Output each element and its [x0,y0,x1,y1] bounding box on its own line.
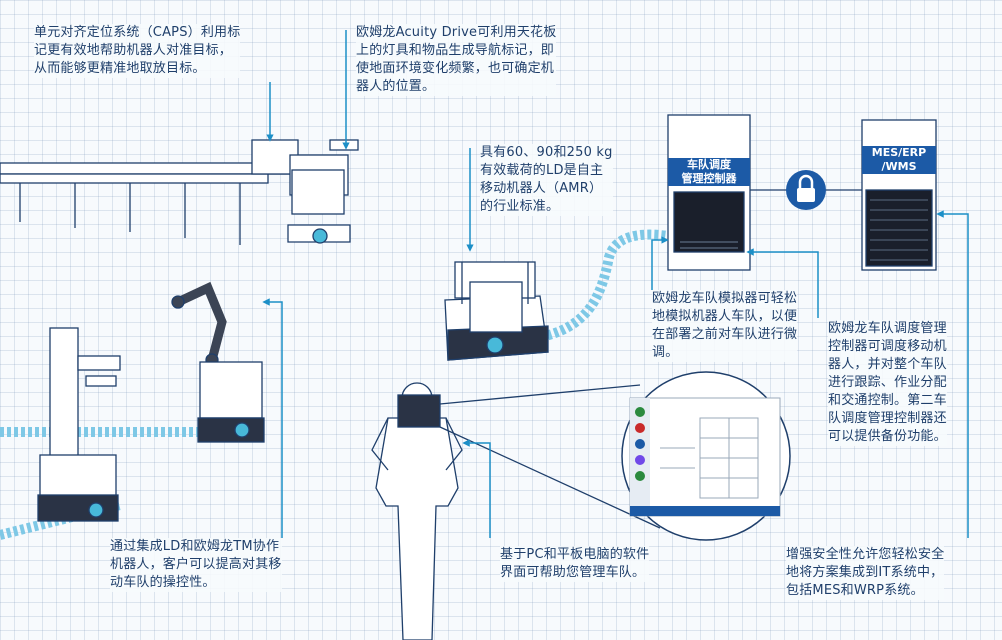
ld-robot-cart [444,261,549,361]
callout-acuity-line-3: 使地面环境变化频繁，也可确定机 [356,61,555,76]
callout-security-line-1: 增强安全性允许您轻松安全 [786,547,945,562]
callout-caps: 单元对齐定位系统（CAPS）利用标 记更有效地帮助机器人对准目标， 从而能够更精… [34,24,241,78]
callout-simulator-line-3: 在部署之前对车队进行微 [652,327,798,342]
fleet-controller-label: 车队调度 管理控制器 [668,158,750,186]
callout-cobot-line-3: 动车队的操控性。 [110,575,216,590]
lift-robot [37,327,121,522]
callout-fleet-line-1: 欧姆龙车队调度管理 [828,321,947,336]
callout-software-line-2: 界面可帮助您管理车队。 [500,565,646,580]
callout-simulator-line-1: 欧姆龙车队模拟器可轻松 [652,291,798,306]
secure-link [750,170,862,210]
callout-simulator-line-2: 地模拟机器人车队，以便 [652,309,798,324]
callout-caps-line-3: 从而能够更精准地取放目标。 [34,61,206,76]
mes-server-label-line-2: /WMS [881,160,917,173]
callout-ld-line-1: 具有60、90和250 kg [480,145,613,160]
callout-cobot-line-1: 通过集成LD和欧姆龙TM协作 [110,539,280,554]
callout-security-line-2: 地将方案集成到IT系统中， [786,565,944,580]
callout-ld-line-2: 有效载荷的LD是自主 [480,163,604,178]
callout-acuity: 欧姆龙Acuity Drive可利用天花板 上的灯具和物品生成导航标记，即 使地… [356,24,557,96]
callout-fleet-line-3: 器人，并对整个车队 [828,357,947,372]
callout-security: 增强安全性允许您轻松安全 地将方案集成到IT系统中， 包括MES和WRP系统。 [786,546,945,600]
software-magnifier [439,371,791,541]
callout-ld-line-4: 的行业标准。 [480,199,560,214]
pointer-security [936,210,969,538]
conveyor-line [0,139,359,245]
mes-server-label-line-1: MES/ERP [871,146,927,159]
pointer-simulator [651,236,669,290]
callout-fleet-line-5: 和交通控制。第二车 [828,393,947,408]
callout-ld-payload: 具有60、90和250 kg 有效载荷的LD是自主 移动机器人（AMR） 的行业… [480,144,613,216]
callout-fleet-line-4: 进行跟踪、作业分配 [828,375,947,390]
tm-cobot [171,281,265,443]
callout-caps-line-2: 记更有效地帮助机器人对准目标， [34,43,233,58]
callout-tm-cobot: 通过集成LD和欧姆龙TM协作 机器人，客户可以提高对其移 动车队的操控性。 [110,538,282,592]
callout-fleet-line-6: 队调度管理控制器还 [828,411,947,426]
callout-simulator: 欧姆龙车队模拟器可轻松 地模拟机器人车队，以便 在部署之前对车队进行微 调。 [652,290,798,362]
callout-software: 基于PC和平板电脑的软件 界面可帮助您管理车队。 [500,546,650,582]
callout-simulator-line-4: 调。 [652,345,679,360]
callout-acuity-line-4: 器人的位置。 [356,79,436,94]
dashed-path-center [519,229,669,345]
pointer-fleet [746,248,819,318]
callout-fleet-line-7: 可以提供备份功能。 [828,429,947,444]
callout-ld-line-3: 移动机器人（AMR） [480,181,603,196]
callout-acuity-line-2: 上的灯具和物品生成导航标记，即 [356,43,555,58]
callout-acuity-line-1: 欧姆龙Acuity Drive可利用天花板 [356,25,557,40]
callout-software-line-1: 基于PC和平板电脑的软件 [500,547,650,562]
pointer-software [462,439,491,538]
callout-fleet-manager: 欧姆龙车队调度管理 控制器可调度移动机 器人，并对整个车队 进行跟踪、作业分配 … [828,320,947,446]
callout-security-line-3: 包括MES和WRP系统。 [786,583,924,598]
fleet-controller-label-line-2: 管理控制器 [681,172,737,185]
callout-caps-line-1: 单元对齐定位系统（CAPS）利用标 [34,25,241,40]
mes-server-label: MES/ERP /WMS [862,146,936,174]
callout-fleet-line-2: 控制器可调度移动机 [828,339,947,354]
callout-cobot-line-2: 机器人，客户可以提高对其移 [110,557,282,572]
fleet-controller-label-line-1: 车队调度 [687,158,731,171]
dashed-paths [0,229,669,540]
pointer-cobot [262,298,283,538]
fleet-controller [667,114,751,271]
operator-figure [371,382,463,640]
callout-pointers [262,30,969,538]
mes-server-rack [861,119,937,271]
